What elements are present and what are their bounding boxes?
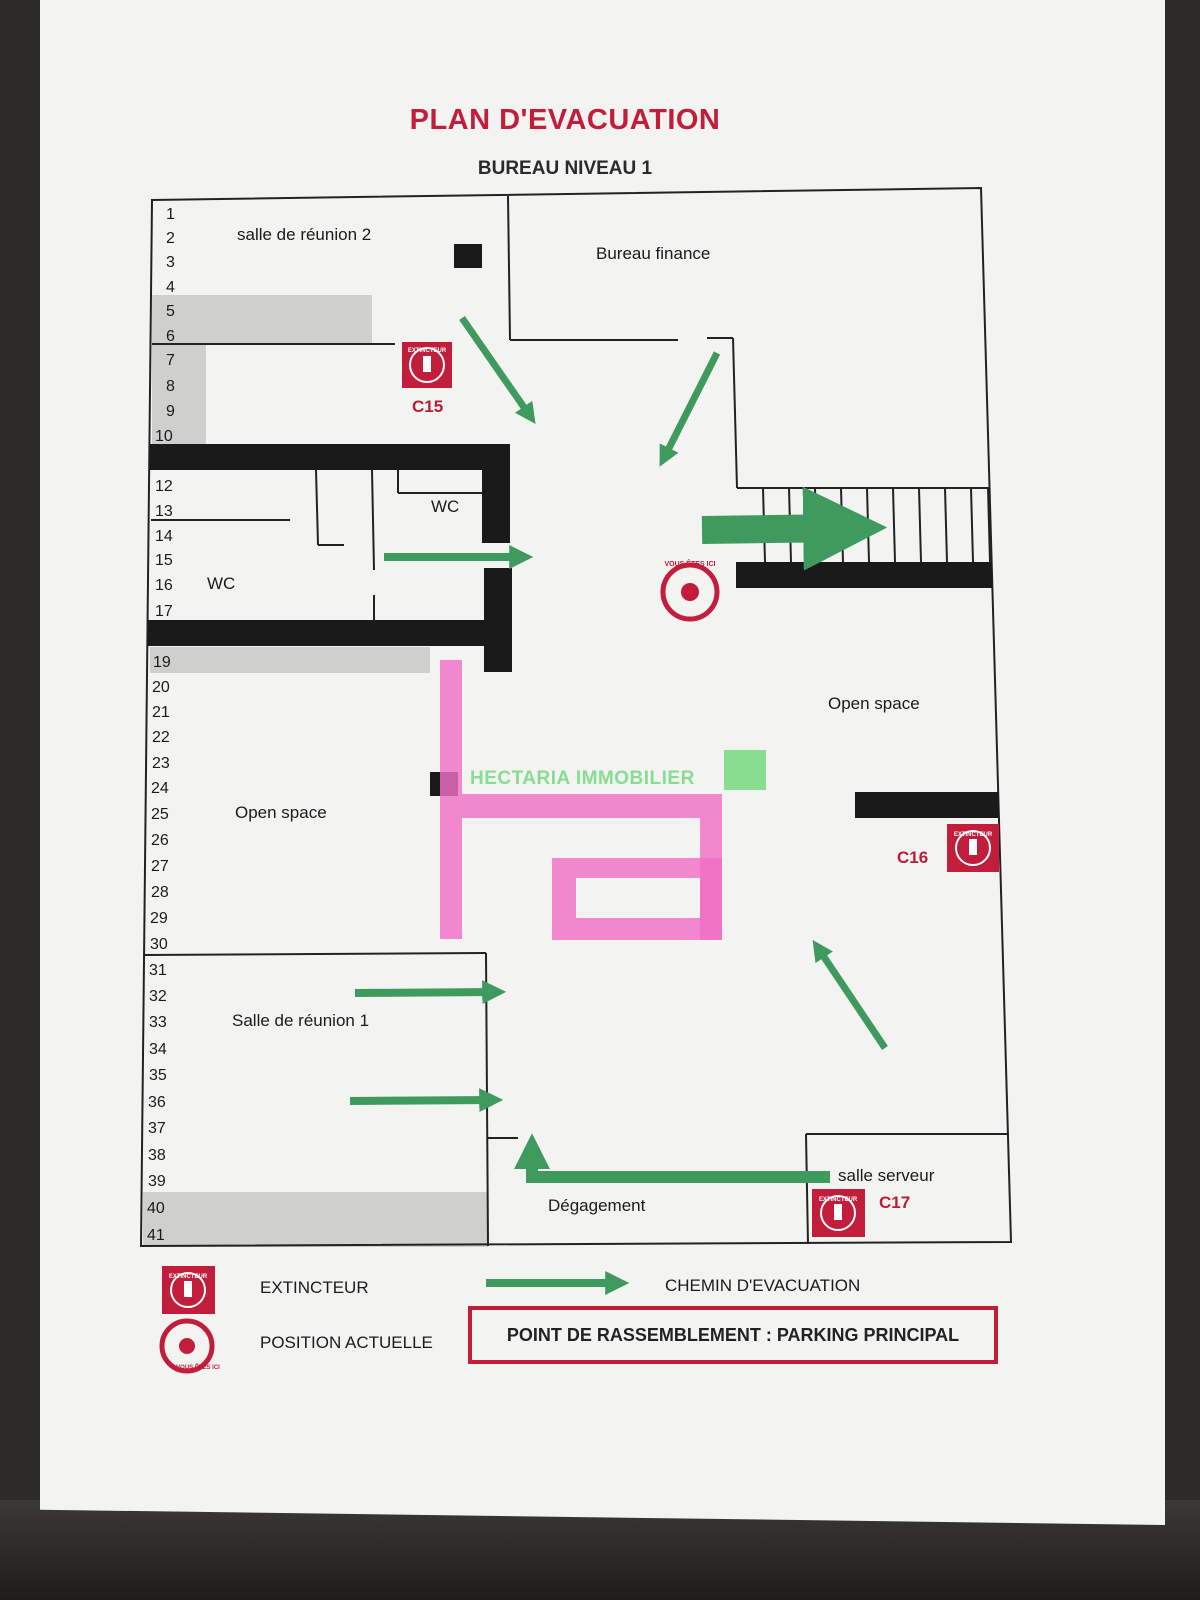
extinguisher-code-c15: C15 xyxy=(412,397,444,416)
row-number: 24 xyxy=(151,780,169,797)
row-number: 5 xyxy=(166,303,175,320)
row-number: 41 xyxy=(147,1227,165,1244)
assembly-point-text: POINT DE RASSEMBLEMENT : PARKING PRINCIP… xyxy=(506,1324,960,1345)
row-number: 38 xyxy=(148,1147,166,1164)
svg-text:VOUS ÊTES ICI: VOUS ÊTES ICI xyxy=(665,559,716,568)
evacuation-arrow xyxy=(514,1133,830,1183)
svg-text:EXTINCTEUR: EXTINCTEUR xyxy=(408,348,447,354)
room-label-wc-lower: WC xyxy=(207,574,236,593)
row-numbers: 1 2 3 4 5 6 7 8 9 10 12 13 14 15 16 17 1… xyxy=(147,206,175,1244)
evacuation-plan-sheet xyxy=(40,0,1165,1525)
room-label-clearance: Dégagement xyxy=(548,1196,646,1215)
evacuation-arrow xyxy=(349,1088,504,1113)
room-label-open-space-right: Open space xyxy=(828,694,920,713)
row-number: 26 xyxy=(151,832,169,849)
room-label-server-room: salle serveur xyxy=(838,1166,935,1185)
row-number: 14 xyxy=(155,528,173,545)
row-number: 6 xyxy=(166,328,175,345)
row-number: 19 xyxy=(153,654,171,671)
row-number: 20 xyxy=(152,679,170,696)
svg-text:VOUS ÊTES ICI: VOUS ÊTES ICI xyxy=(176,1363,220,1371)
watermark-company-name: HECTARIA IMMOBILIER xyxy=(470,768,695,789)
row-number: 31 xyxy=(149,962,167,979)
row-number: 12 xyxy=(155,478,173,495)
legend-extinguisher-icon: EXTINCTEUR xyxy=(162,1266,215,1314)
room-label-wc-upper: WC xyxy=(431,497,460,516)
row-number: 13 xyxy=(155,503,173,520)
evacuation-arrow xyxy=(354,980,507,1005)
legend-extinguisher-label: EXTINCTEUR xyxy=(260,1278,369,1297)
row-number: 40 xyxy=(147,1200,165,1217)
room-label-finance-office: Bureau finance xyxy=(596,244,711,263)
room-label-meeting-room-2: salle de réunion 2 xyxy=(237,225,372,244)
shaded-areas xyxy=(143,295,488,1247)
extinguisher-code-c16: C16 xyxy=(897,848,929,867)
extinguisher-c17-icon: EXTINCTEUR xyxy=(812,1189,865,1237)
assembly-point-box: POINT DE RASSEMBLEMENT : PARKING PRINCIP… xyxy=(468,1306,998,1364)
row-number: 22 xyxy=(152,729,170,746)
evacuation-arrow xyxy=(459,316,536,425)
evacuation-arrow xyxy=(701,486,888,571)
row-number: 28 xyxy=(151,884,169,901)
row-number: 36 xyxy=(148,1094,166,1111)
you-are-here-icon: VOUS ÊTES ICI xyxy=(660,559,720,622)
legend-current-position-label: POSITION ACTUELLE xyxy=(260,1333,433,1352)
room-label-meeting-room-1: Salle de réunion 1 xyxy=(232,1011,370,1030)
room-label-open-space-left: Open space xyxy=(235,803,327,822)
row-number: 39 xyxy=(148,1173,166,1190)
extinguisher-code-c17: C17 xyxy=(879,1193,911,1212)
row-number: 33 xyxy=(149,1014,167,1031)
row-number: 9 xyxy=(166,403,175,420)
row-number: 23 xyxy=(152,755,170,772)
svg-text:EXTINCTEUR: EXTINCTEUR xyxy=(169,1274,208,1280)
row-number: 25 xyxy=(151,806,169,823)
extinguisher-c16-icon: EXTINCTEUR xyxy=(947,824,999,872)
svg-text:EXTINCTEUR: EXTINCTEUR xyxy=(819,1197,858,1203)
row-number: 29 xyxy=(150,910,168,927)
row-number: 37 xyxy=(148,1120,166,1137)
extinguisher-c15-icon: EXTINCTEUR xyxy=(402,342,452,388)
legend-evacuation-route-label: CHEMIN D'EVACUATION xyxy=(665,1276,861,1295)
row-number: 21 xyxy=(152,704,170,721)
plan-title: PLAN D'EVACUATION xyxy=(409,104,721,136)
evacuation-arrows xyxy=(349,316,888,1295)
evacuation-arrow xyxy=(659,351,721,467)
outline-walls xyxy=(139,186,1013,1248)
row-number: 2 xyxy=(166,230,175,247)
plan-subtitle: BUREAU NIVEAU 1 xyxy=(477,158,653,179)
row-number: 8 xyxy=(166,378,175,395)
row-number: 32 xyxy=(149,988,167,1005)
legend-position-icon: VOUS ÊTES ICI xyxy=(159,1318,220,1374)
watermark-logo xyxy=(440,660,766,940)
row-number: 1 xyxy=(166,206,175,223)
row-number: 35 xyxy=(149,1067,167,1084)
row-number: 7 xyxy=(166,352,175,369)
row-number: 15 xyxy=(155,552,173,569)
row-number: 4 xyxy=(166,279,175,296)
row-number: 30 xyxy=(150,936,168,953)
row-number: 27 xyxy=(151,858,169,875)
row-number: 34 xyxy=(149,1041,167,1058)
row-number: 3 xyxy=(166,254,175,271)
row-number: 10 xyxy=(155,428,173,445)
row-number: 16 xyxy=(155,577,173,594)
evacuation-arrow xyxy=(812,939,888,1050)
svg-text:EXTINCTEUR: EXTINCTEUR xyxy=(954,832,993,838)
row-number: 17 xyxy=(155,603,173,620)
